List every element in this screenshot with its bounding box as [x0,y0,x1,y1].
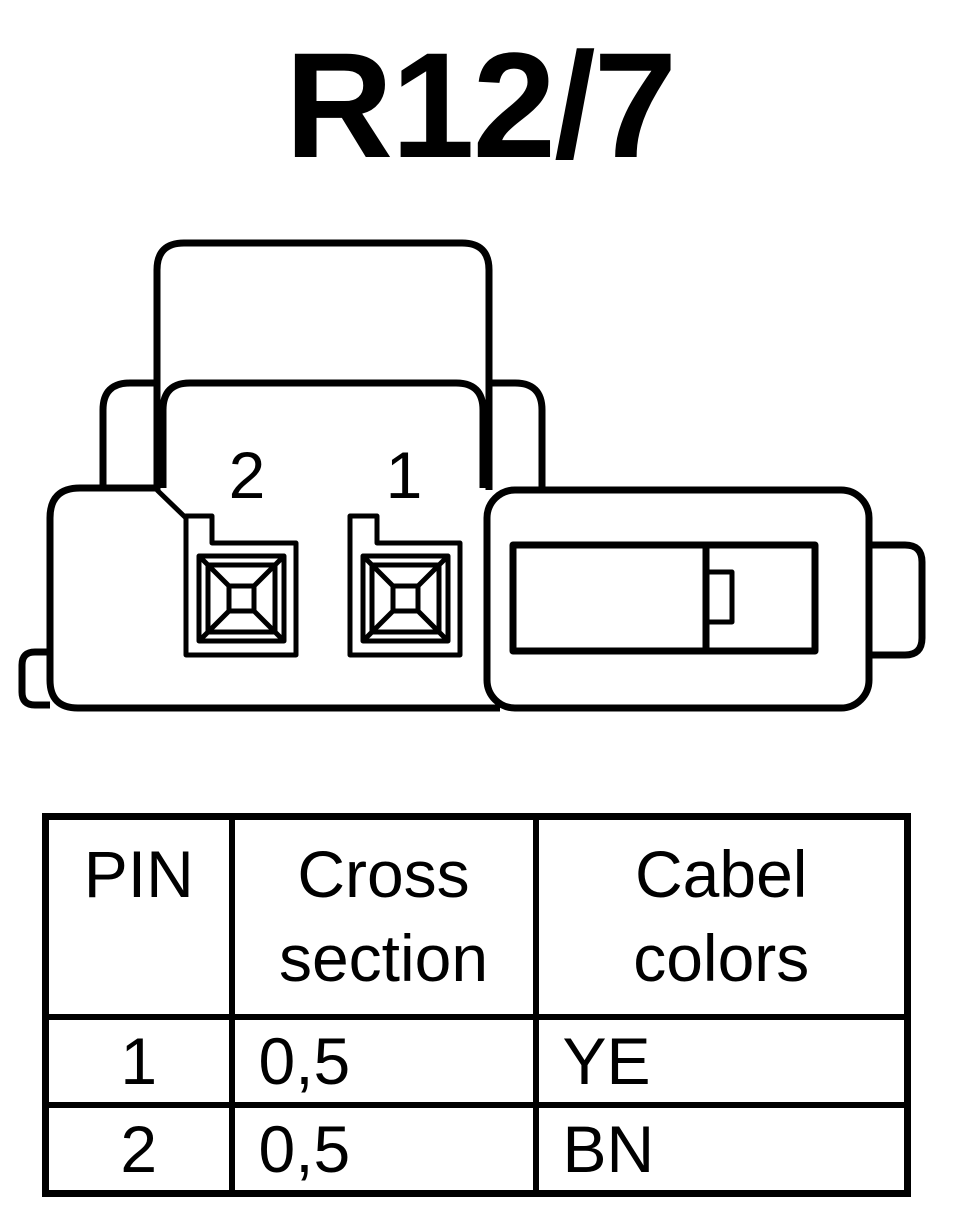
cell-color: BN [532,1102,911,1197]
header-pin: PIN [42,813,235,1020]
housing-left-foot [18,648,50,709]
latch-tab [869,541,926,659]
pin-table: PIN Cross section Cabel colors 1 0,5 YE … [42,813,911,1197]
cell-color: YE [532,1014,911,1108]
header-cable-colors: Cabel colors [532,813,911,1020]
cell-cross-section: 0,5 [228,1014,539,1108]
housing-body-left [46,484,500,712]
pin-terminal-1 [347,513,463,658]
latch-catch [703,569,735,625]
housing-chamfer [155,488,188,520]
housing-top-outer [153,239,493,490]
cell-pin: 1 [42,1014,235,1108]
pin-terminal-2 [183,513,299,658]
table-row: 2 0,5 BN [42,1102,911,1197]
header-cross-section: Cross section [228,813,539,1020]
pin-label-1: 1 [386,438,423,512]
connector-diagram: 2 1 [18,239,926,712]
housing-right-flange [489,379,546,488]
cell-pin: 2 [42,1102,235,1197]
table-header-row: PIN Cross section Cabel colors [42,813,911,1020]
housing-middle [99,379,157,488]
housing-inner-top [159,379,487,488]
connector-title: R12/7 [284,21,677,189]
table-row: 1 0,5 YE [42,1014,911,1108]
latch-body [483,486,873,712]
pin-label-2: 2 [229,438,266,512]
cell-cross-section: 0,5 [228,1102,539,1197]
latch-window [509,541,819,655]
